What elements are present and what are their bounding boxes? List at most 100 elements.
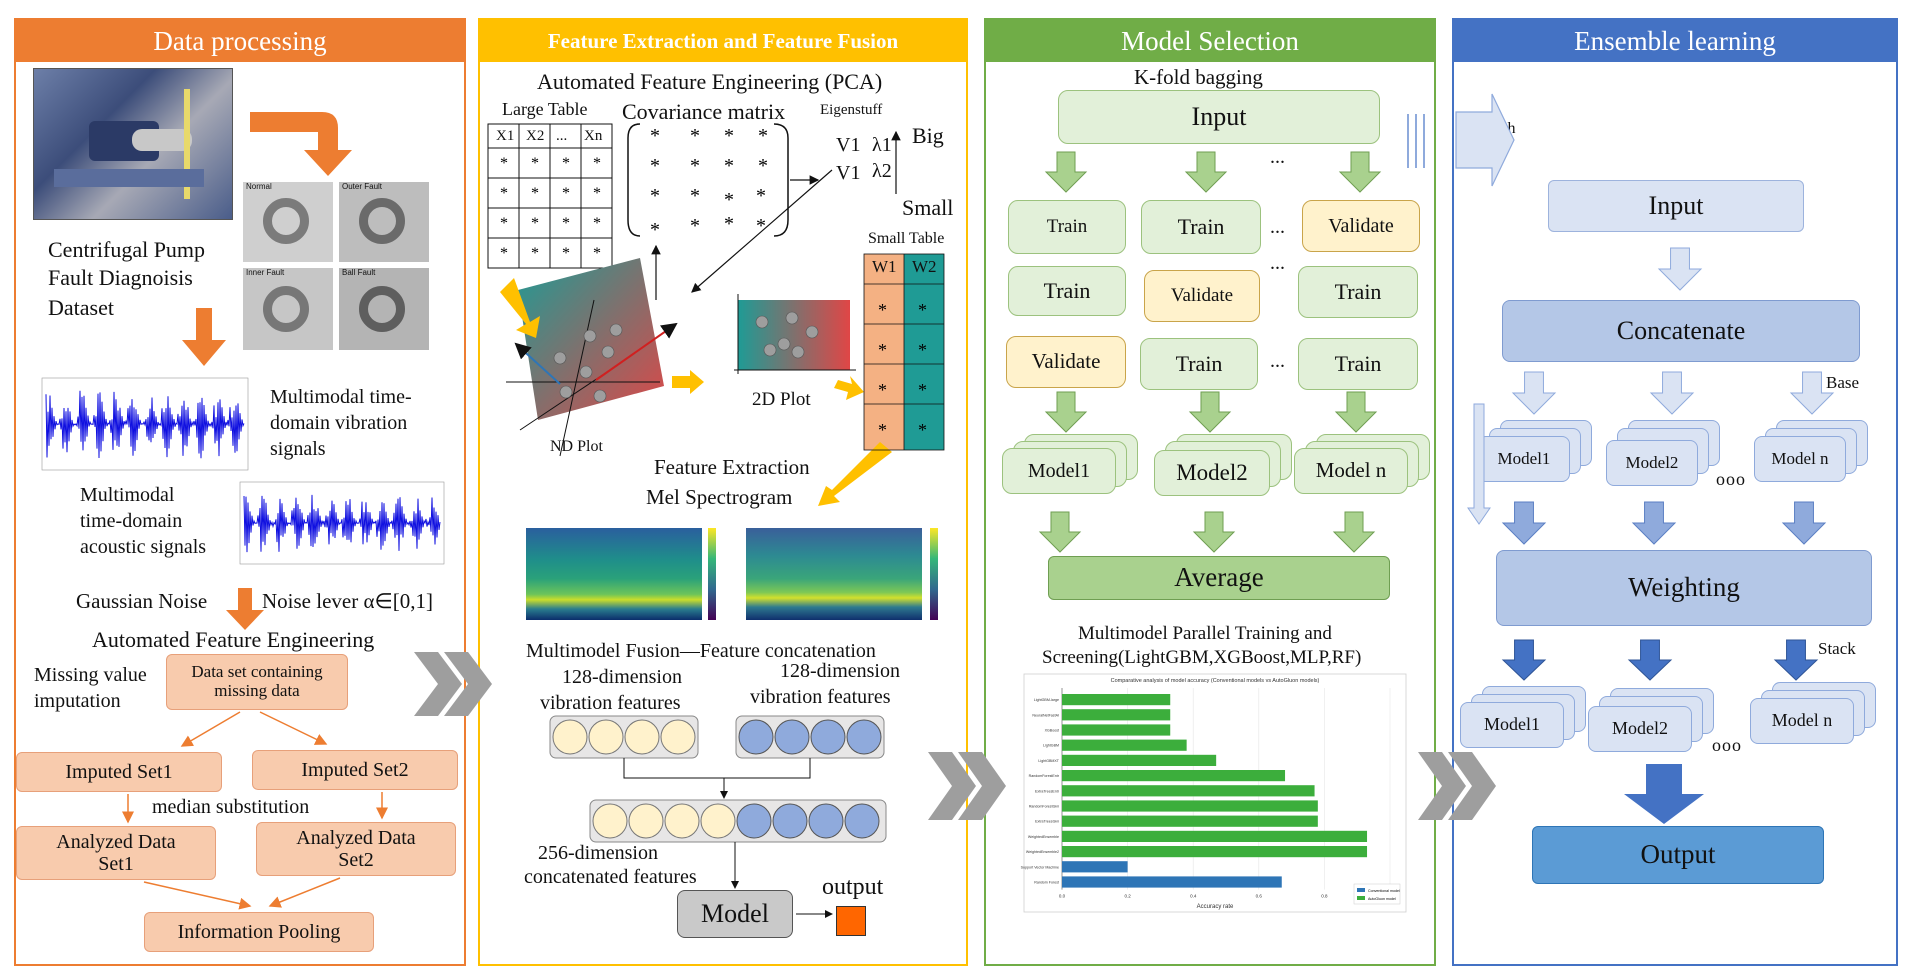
vib2-label-2: vibration features xyxy=(750,686,891,708)
ms-modeln-label: Model n xyxy=(1294,448,1408,494)
panel-title-model-selection: Model Selection xyxy=(986,20,1434,62)
vib1-label-2: vibration features xyxy=(540,692,681,714)
noise-level-label: Noise lever α∈[0,1] xyxy=(262,589,433,613)
dataset-label-2: Fault Diagnoisis xyxy=(48,265,193,290)
ellipsis-r1: ... xyxy=(1270,216,1285,238)
vib2-label-1: 128-dimension xyxy=(780,660,900,682)
gaussian-noise-label: Gaussian Noise xyxy=(76,589,208,613)
missing-value-label-1: Missing value xyxy=(34,664,147,686)
ms-input-box: Input xyxy=(1058,90,1380,144)
lambda2-label: λ2 xyxy=(872,160,892,182)
parallel-label-1: Multimodel Parallel Training and xyxy=(1078,623,1332,644)
ens-stack-model2: Model2 xyxy=(1588,688,1716,754)
ens-input-box: Input xyxy=(1548,180,1804,232)
ens-stack-model1-label: Model1 xyxy=(1460,702,1564,748)
ens-dots-base: ooo xyxy=(1716,469,1746,489)
analyzed-set1-box: Analyzed Data Set1 xyxy=(16,826,216,880)
ms-modeln-stack: Model n xyxy=(1294,434,1432,498)
small-label: Small xyxy=(902,195,954,220)
kfold-label: K-fold bagging xyxy=(1134,65,1263,89)
concat-label-1: 256-dimension xyxy=(538,842,658,864)
ens-stack-modeln: Model n xyxy=(1750,682,1878,748)
ms-model1-label: Model1 xyxy=(1002,448,1116,494)
concatenate-box: Concatenate xyxy=(1502,300,1860,362)
bearing-photos: Normal Outer Fault Inner Fault Ball Faul… xyxy=(243,182,429,350)
parallel-label-2: Screening(LightGBM,XGBoost,MLP,RF) xyxy=(1042,647,1362,668)
nd-plot-label: ND Plot xyxy=(550,438,603,455)
base-label: Base xyxy=(1826,373,1860,392)
big-label: Big xyxy=(912,123,944,148)
output-label: output xyxy=(822,874,884,900)
panel-title-feature: Feature Extraction and Feature Fusion xyxy=(480,20,966,62)
bearing-ball-fault: Ball Fault xyxy=(339,268,429,350)
missing-value-label-2: imputation xyxy=(34,690,121,712)
ms-model2-stack: Model2 xyxy=(1154,434,1294,498)
dataset-label-3: Dataset xyxy=(48,295,114,320)
lambda1-label: λ1 xyxy=(872,134,892,156)
fold-r1-c1: Train xyxy=(1008,200,1126,254)
foreach-label-2: model xyxy=(1460,144,1500,161)
v1-label-b: V1 xyxy=(836,162,861,184)
mel-label: Mel Spectrogram xyxy=(646,485,793,509)
pump-photo xyxy=(33,68,233,220)
ens-base-model2-label: Model2 xyxy=(1606,440,1698,486)
ens-stack-model2-label: Model2 xyxy=(1588,706,1692,752)
panel-data-processing: Data processing xyxy=(14,18,466,966)
fold-r3-c2: Train xyxy=(1140,338,1258,390)
weighting-box: Weighting xyxy=(1496,550,1872,626)
fusion-title: Multimodel Fusion—Feature concatenation xyxy=(526,640,876,662)
ellipsis-top: ... xyxy=(1270,146,1285,168)
vib-label-2: domain vibration xyxy=(270,412,408,434)
panel-title-ensemble: Ensemble learning xyxy=(1454,20,1896,62)
fold-r2-c2: Validate xyxy=(1144,270,1260,322)
ac-label-1: Multimodal xyxy=(80,484,175,506)
fe-label: Feature Extraction xyxy=(654,455,810,479)
fold-r2-c1: Train xyxy=(1008,266,1126,316)
fold-r1-c2: Train xyxy=(1141,200,1261,254)
model-box: Model xyxy=(677,890,793,938)
pca-title: Automated Feature Engineering (PCA) xyxy=(537,69,883,94)
ens-base-modeln: Model n xyxy=(1754,420,1870,486)
foreach-label-1: For each xyxy=(1460,120,1516,137)
fold-r2-c3: Train xyxy=(1298,266,1418,318)
small-table-label: Small Table xyxy=(868,230,945,247)
plot-2d-label: 2D Plot xyxy=(752,389,811,410)
vib-label-3: signals xyxy=(270,438,326,460)
dataset-missing-box: Data set containing missing data xyxy=(166,654,348,710)
ens-base-model1-label: Model1 xyxy=(1478,436,1570,482)
small-table: W1 W2 xyxy=(864,254,944,450)
vib1-label-1: 128-dimension xyxy=(562,666,682,688)
dataset-label-1: Centrifugal Pump xyxy=(48,237,206,262)
stack-label: Stack xyxy=(1818,639,1856,658)
vib-label-1: Multimodal time- xyxy=(270,386,412,408)
fold-r1-c3: Validate xyxy=(1302,200,1420,252)
bearing-normal: Normal xyxy=(243,182,333,262)
bearing-inner-fault: Inner Fault xyxy=(243,268,333,350)
cov-title: Covariance matrix xyxy=(622,99,786,124)
panel-title-data-processing: Data processing xyxy=(16,20,464,62)
ens-dots-stack: ooo xyxy=(1712,735,1742,755)
ellipsis-r2: ... xyxy=(1270,252,1285,274)
v1-label-a: V1 xyxy=(836,134,861,156)
large-table-label: Large Table xyxy=(502,99,588,119)
bearing-outer-fault: Outer Fault xyxy=(339,182,429,262)
concat-label-2: concatenated features xyxy=(524,866,697,888)
fold-r3-c1: Validate xyxy=(1006,336,1126,388)
analyzed-set2-box: Analyzed Data Set2 xyxy=(256,822,456,876)
ac-label-3: acoustic signals xyxy=(80,536,207,558)
ens-stack-modeln-label: Model n xyxy=(1750,698,1854,744)
imputed-set2-box: Imputed Set2 xyxy=(252,750,458,790)
median-substitution-label: median substitution xyxy=(152,796,310,818)
fold-r3-c3: Train xyxy=(1298,338,1418,390)
ms-model1-stack: Model1 xyxy=(1002,434,1140,498)
eigenstuff-label: Eigenstuff xyxy=(820,102,883,118)
ens-stack-model1: Model1 xyxy=(1460,686,1588,752)
ens-base-model2: Model2 xyxy=(1606,420,1722,486)
information-pooling-box: Information Pooling xyxy=(144,912,374,952)
ens-output-box: Output xyxy=(1532,826,1824,884)
average-box: Average xyxy=(1048,556,1390,600)
panel-ensemble: Ensemble learning xyxy=(1452,18,1898,966)
ens-base-modeln-label: Model n xyxy=(1754,436,1846,482)
spectrogram-2 xyxy=(736,518,956,634)
imputed-set1-box: Imputed Set1 xyxy=(16,752,222,792)
